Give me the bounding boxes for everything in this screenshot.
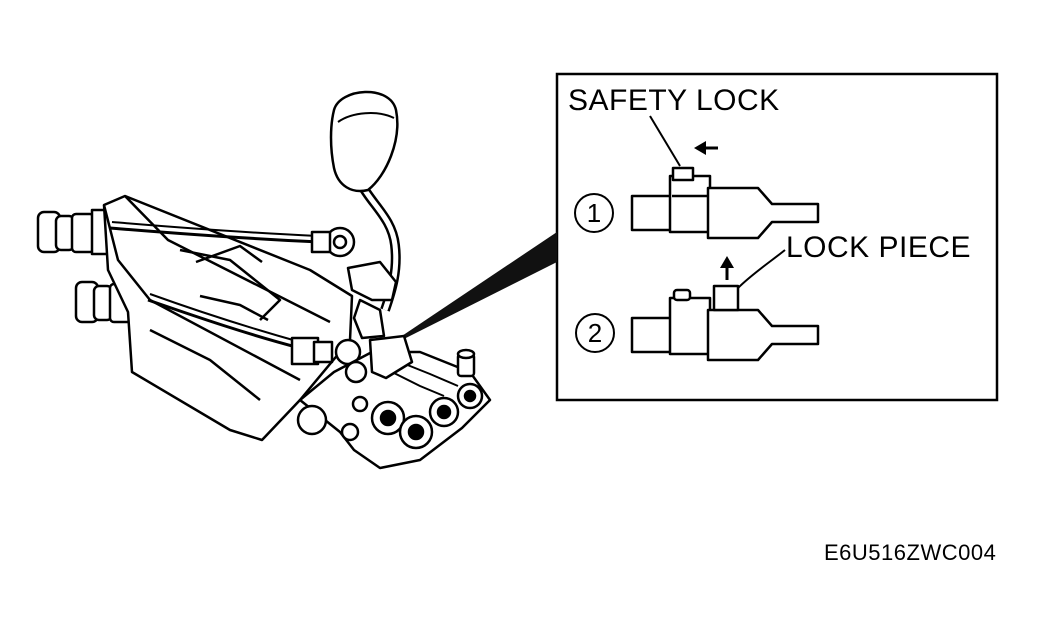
step-1-marker: 1 — [574, 193, 614, 233]
step-2-marker: 2 — [575, 313, 615, 353]
shifter-assembly — [36, 90, 492, 470]
connector-detail-1 — [630, 166, 820, 240]
safety-lock-label: SAFETY LOCK — [568, 84, 780, 117]
lock-piece-label: LOCK PIECE — [786, 231, 972, 264]
inset-frame — [555, 72, 999, 402]
pivot-bracket — [346, 260, 398, 302]
upper-cable — [109, 226, 321, 244]
lower-cable — [147, 298, 301, 350]
callout-wedge — [378, 232, 557, 352]
up-arrow-icon — [720, 256, 734, 280]
bracket-body — [102, 194, 354, 442]
roller-row — [370, 382, 484, 450]
lock-piece-leader — [737, 249, 786, 289]
left-arrow-icon — [694, 141, 718, 155]
connector-detail-2 — [630, 284, 820, 362]
shift-knob — [329, 90, 399, 193]
figure-code: E6U516ZWC004 — [824, 540, 997, 565]
cable-end-upper — [36, 208, 112, 256]
safety-lock-leader — [649, 115, 681, 167]
